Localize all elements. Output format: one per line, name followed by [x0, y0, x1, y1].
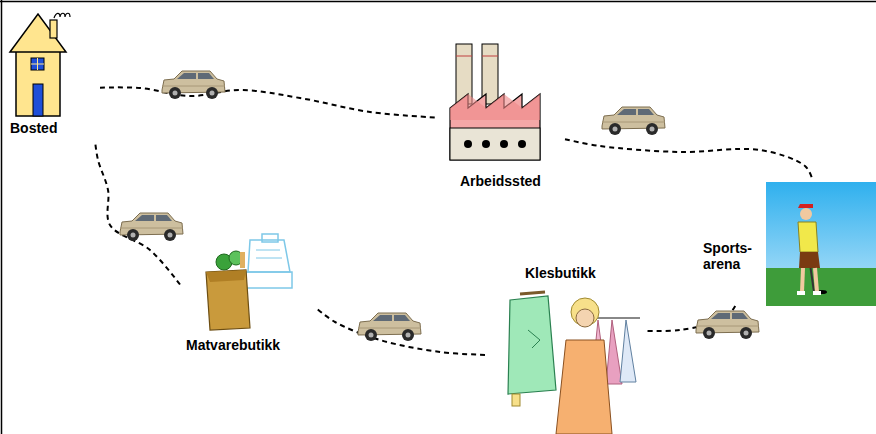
car-icon: [162, 71, 225, 99]
car-icon: [358, 313, 421, 341]
car-icon: [120, 213, 183, 241]
travel-route: [100, 87, 435, 117]
node-label: Klesbutikk: [525, 265, 635, 281]
grocery-node: Matvarebutikk: [180, 232, 315, 357]
node-label: Arbeidssted: [460, 173, 565, 189]
home-node: Bosted: [5, 8, 100, 143]
car-icon: [602, 107, 665, 135]
node-label: Matvarebutikk: [186, 337, 314, 353]
travel-route: [565, 139, 813, 180]
node-label: Sports- arena: [703, 240, 761, 272]
car-icon: [696, 311, 759, 339]
sports-node: Sports- arena: [700, 180, 876, 306]
clothes-shop-icon: [508, 292, 640, 434]
node-label: Bosted: [10, 120, 90, 136]
travel-route: [645, 306, 735, 331]
workplace-node: Arbeidssted: [435, 40, 565, 195]
factory-icon: [450, 44, 540, 160]
travel-route: [95, 143, 180, 285]
travel-route: [315, 307, 485, 355]
golf-picture: [766, 182, 876, 306]
house-icon: [10, 13, 70, 116]
clothes-shop-node: Klesbutikk: [485, 262, 645, 434]
grocery-icon: [206, 234, 292, 330]
